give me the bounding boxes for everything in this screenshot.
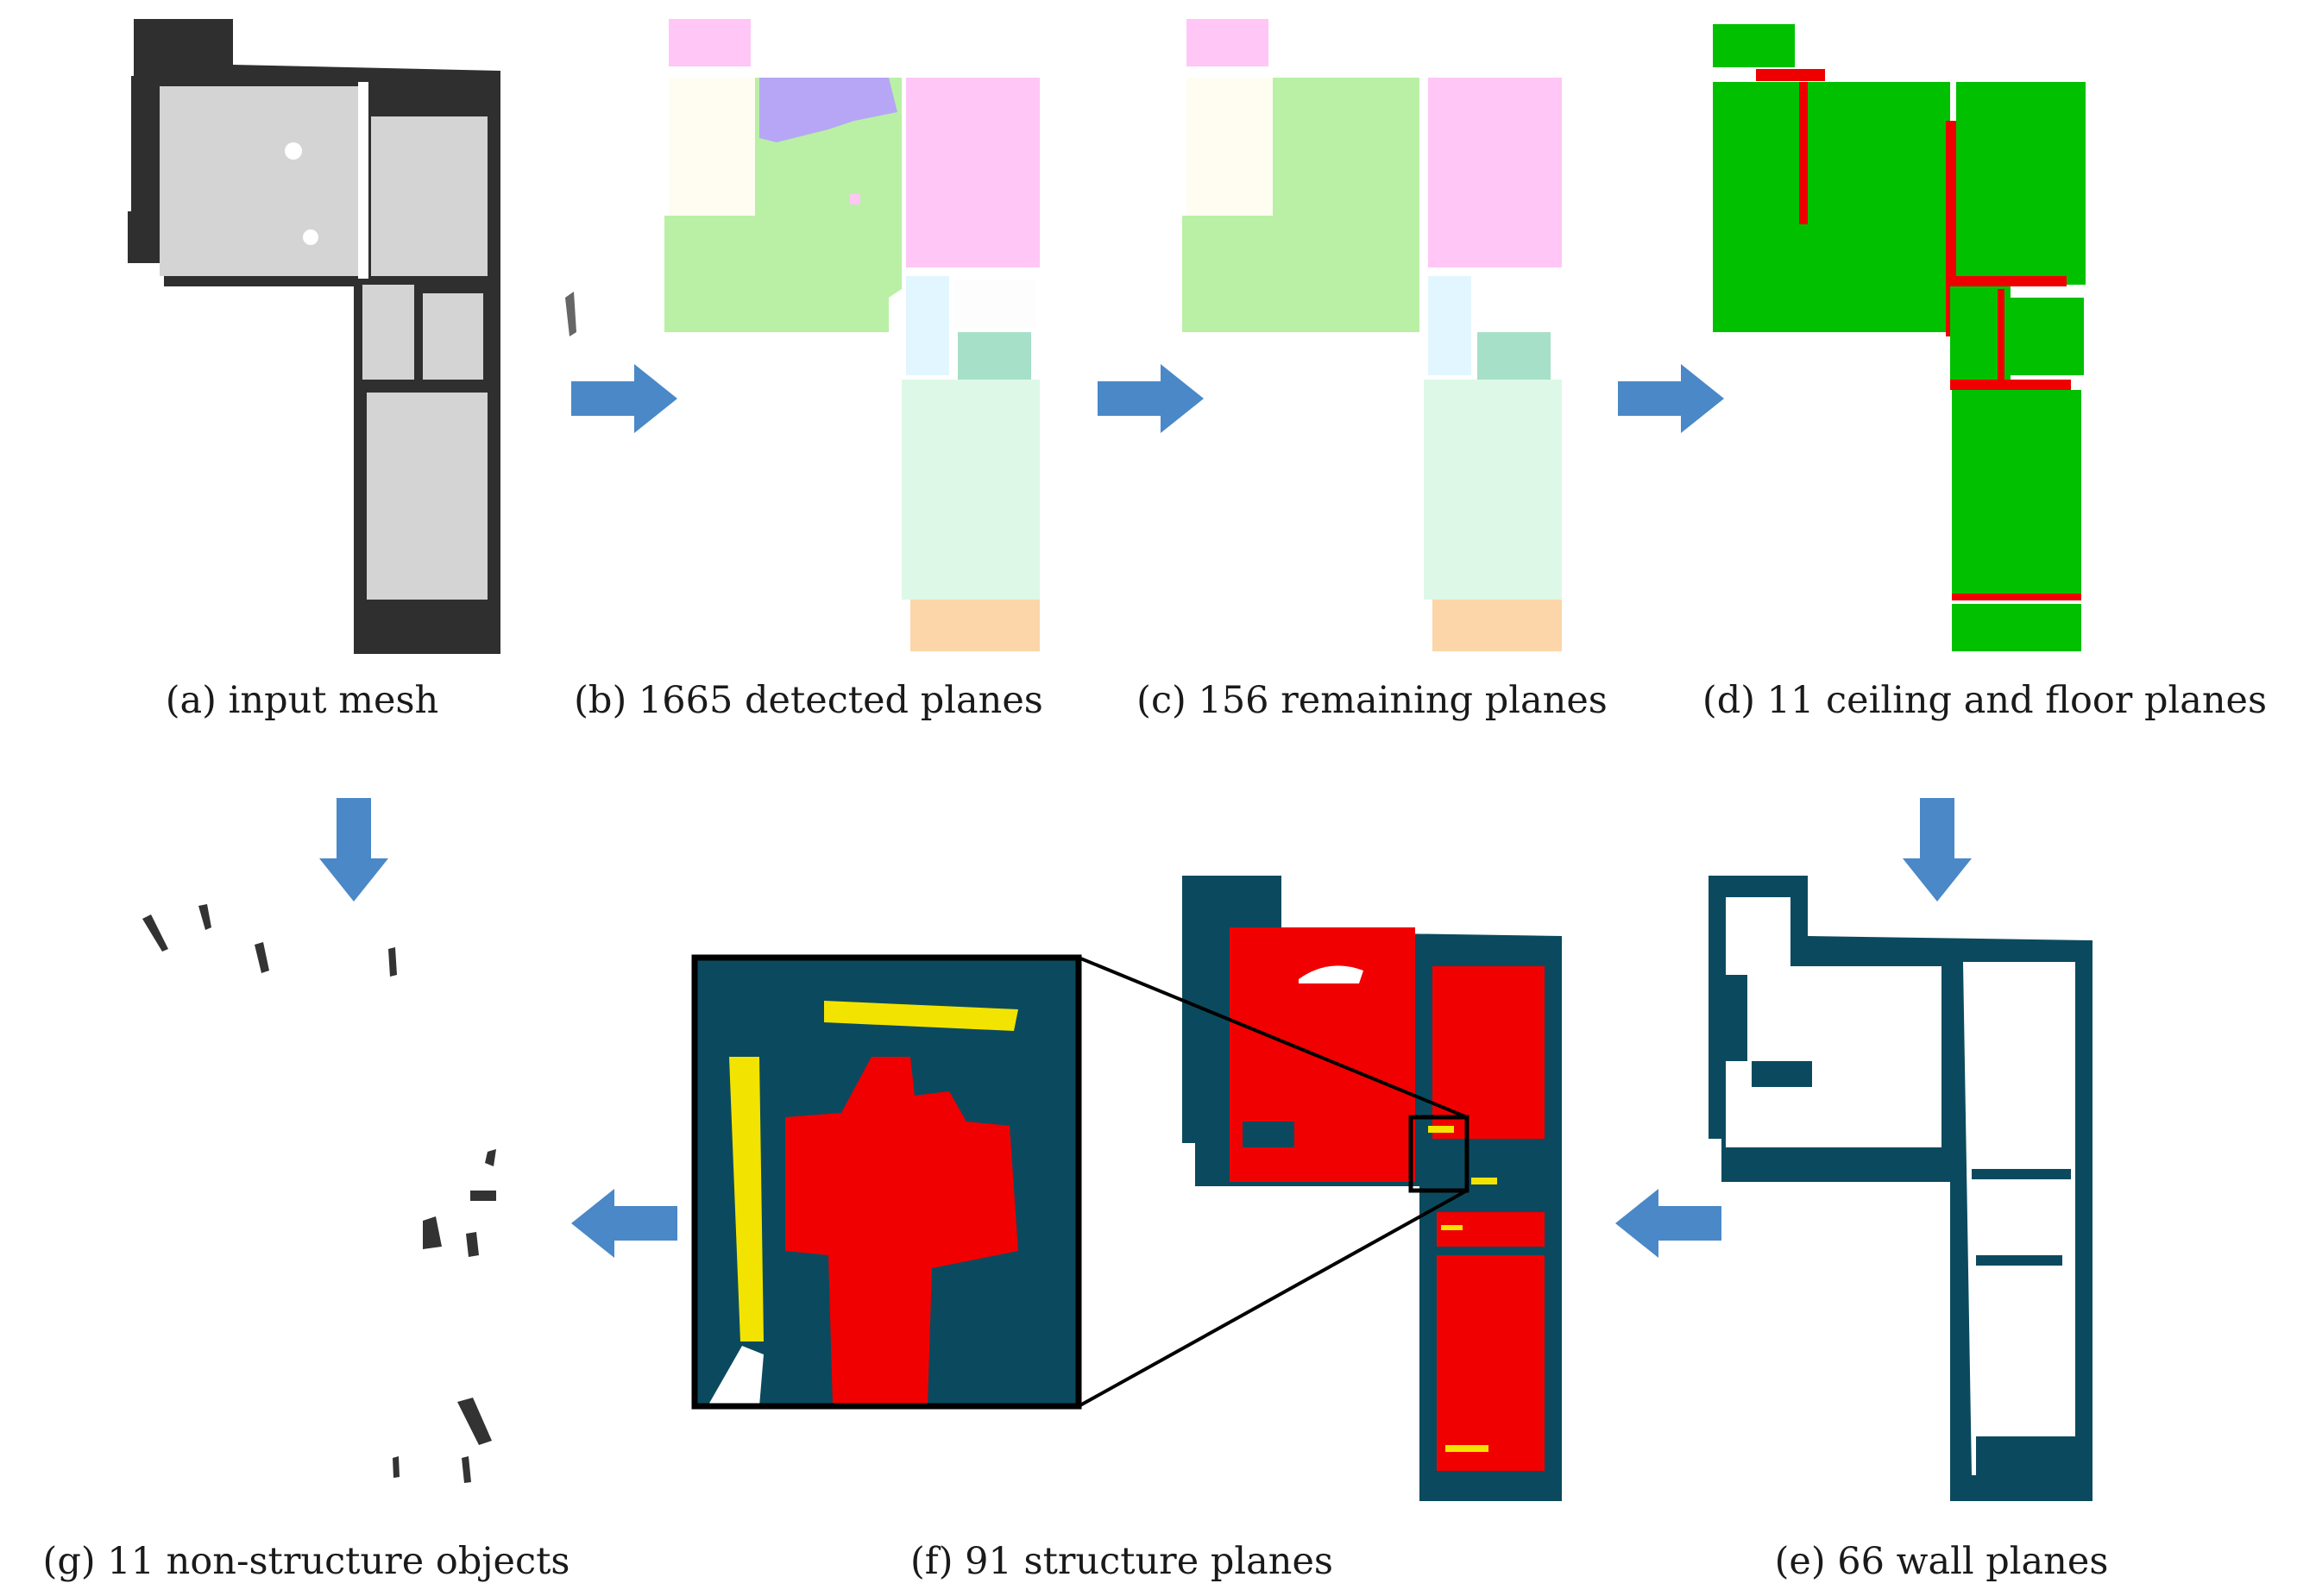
mesh-gap: [358, 82, 368, 279]
arrow-right-icon: [571, 364, 677, 433]
structure-hole: [1299, 965, 1363, 983]
wall-segment: [1726, 975, 1747, 1061]
plane-room-pink: [906, 78, 1040, 267]
object-fragment: [485, 1149, 496, 1166]
arrow-left-icon: [1615, 1189, 1721, 1258]
mesh-room: [160, 86, 358, 276]
panel-a-input-mesh: [128, 19, 576, 654]
panel-e-wall-planes: [1709, 876, 2092, 1501]
panel-c-remaining-planes: [1182, 19, 1562, 651]
separator-plane: [1952, 594, 2081, 600]
plane-room-green: [664, 78, 902, 332]
highlight-plane: [1471, 1178, 1497, 1184]
floor-plane: [1713, 82, 1799, 220]
plane-top-small: [669, 19, 751, 66]
panel-g-non-structure-objects: [142, 904, 496, 1483]
wall-segment: [1204, 1078, 1230, 1156]
mesh-room: [423, 293, 483, 380]
separator-plane: [1756, 69, 1825, 81]
object-fragment: [388, 947, 397, 977]
arrow-down-icon: [319, 798, 388, 902]
zoom-inset: [691, 954, 1082, 1410]
object-fragment: [457, 1398, 492, 1445]
plane-bottom-peach: [910, 600, 1040, 651]
inset-white-patch: [708, 1346, 764, 1406]
plane-speck: [850, 194, 860, 204]
object-fragment: [393, 1456, 400, 1478]
plane-room-green: [1182, 78, 1419, 332]
caption-d: (d) 11 ceiling and floor planes: [1702, 679, 2268, 722]
caption-g: (g) 11 non-structure objects: [42, 1540, 570, 1583]
plane-small-white: [953, 280, 1035, 328]
object-fragment: [142, 914, 168, 952]
plane-room-pink: [1428, 78, 1562, 267]
zoom-connector-line: [1078, 956, 1468, 1119]
wall-segment: [1972, 1169, 2071, 1179]
separator-plane: [1950, 380, 2071, 390]
mesh-fragment: [565, 292, 576, 336]
floor-plane: [1713, 24, 1795, 67]
object-fragment: [462, 1456, 471, 1483]
object-fragment: [423, 1216, 442, 1249]
arrow-right-icon: [1618, 364, 1724, 433]
floor-plane: [1956, 82, 2086, 285]
plane-room-mint: [902, 380, 1040, 600]
zoom-connector-line: [1078, 1189, 1468, 1408]
highlight-plane: [1445, 1445, 1488, 1452]
plane-purple-patch: [759, 78, 897, 142]
separator-plane: [1946, 276, 2067, 286]
structure-floor: [1432, 966, 1545, 1139]
separator-plane: [1998, 289, 2004, 384]
plane-room-cream: [1186, 78, 1273, 216]
panel-b-detected-planes: [664, 19, 1040, 651]
zoom-source-box: [1408, 1115, 1469, 1193]
object-fragment: [198, 904, 211, 930]
arrow-right-icon: [1098, 364, 1204, 433]
arrow-left-icon: [571, 1189, 677, 1258]
object-fragment: [470, 1191, 496, 1201]
arrow-down-icon: [1903, 798, 1972, 902]
plane-corridor: [1428, 276, 1471, 375]
structure-floor: [1437, 1255, 1545, 1471]
wall-segment: [1752, 1061, 1812, 1087]
mesh-room: [367, 393, 488, 600]
separator-plane: [1799, 82, 1808, 224]
caption-a: (a) input mesh: [165, 679, 439, 722]
wall-segment: [1243, 1122, 1294, 1147]
wall-segment: [1976, 1255, 2062, 1266]
panel-f-structure-planes: [1078, 876, 1562, 1501]
floor-plane: [2006, 298, 2084, 375]
floor-plane: [1952, 604, 2081, 651]
pipeline-arrows: [319, 364, 1972, 1258]
inset-red-plane: [785, 1057, 1018, 1406]
caption-c: (c) 156 remaining planes: [1136, 679, 1608, 722]
mesh-room: [362, 285, 414, 380]
inset-frame: [691, 954, 1082, 1410]
mesh-room: [371, 116, 488, 276]
wall-outline: [1709, 876, 2092, 1501]
mesh-hole: [303, 229, 318, 245]
mesh-hole: [285, 142, 302, 160]
floor-plane: [1952, 390, 2081, 597]
plane-corridor: [906, 276, 949, 375]
object-fragment: [255, 942, 269, 973]
wall-segment: [1976, 1436, 2075, 1475]
floor-plane: [1713, 82, 1950, 332]
plane-top-small: [1186, 19, 1268, 66]
plane-room-cream: [669, 78, 755, 216]
inset-yellow-plane: [729, 1057, 764, 1342]
caption-e: (e) 66 wall planes: [1774, 1540, 2109, 1583]
plane-room-mint: [1424, 380, 1562, 600]
wall-segment: [1950, 1156, 1960, 1458]
highlight-plane: [1428, 1126, 1454, 1133]
object-fragment: [466, 1232, 479, 1257]
caption-f: (f) 91 structure planes: [910, 1540, 1333, 1583]
highlight-plane: [1441, 1225, 1463, 1230]
caption-b: (b) 1665 detected planes: [574, 679, 1043, 722]
panel-d-ceiling-floor-planes: [1713, 24, 2086, 651]
plane-bottom-peach: [1432, 600, 1562, 651]
inset-yellow-plane: [824, 1001, 1018, 1031]
mesh-wall: [354, 604, 500, 654]
